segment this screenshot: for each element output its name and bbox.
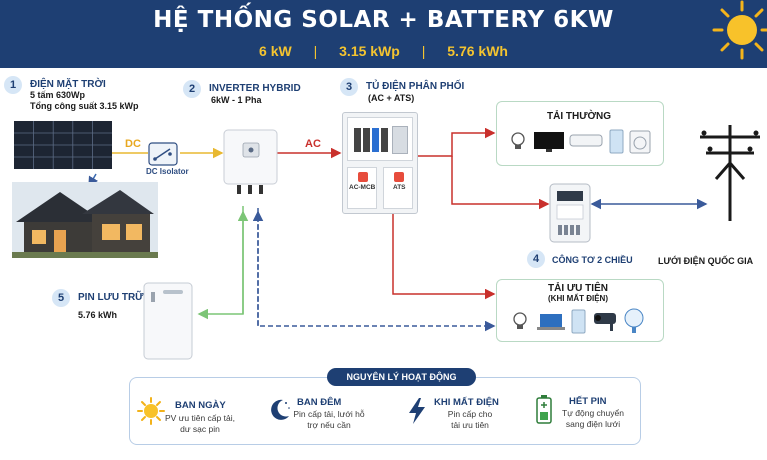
moon-icon bbox=[271, 399, 290, 420]
solar-title: ĐIỆN MẶT TRỜI bbox=[30, 79, 106, 90]
hybrid-inverter-icon bbox=[223, 129, 278, 194]
fan-icon bbox=[624, 308, 644, 333]
principle-night-desc-line2: trợ nếu cần bbox=[307, 420, 351, 430]
lightbulb-icon bbox=[511, 132, 525, 149]
solar-total-capacity: Tổng công suất 3.15 kWp bbox=[30, 101, 139, 111]
page-title: HỆ THỐNG SOLAR + BATTERY 6KW bbox=[153, 7, 614, 33]
sun-decoration-icon bbox=[712, 0, 767, 60]
distribution-cabinet: AC-MCB ATS bbox=[342, 112, 418, 214]
principle-battery-empty-desc-line2: sang điện lưới bbox=[565, 419, 621, 429]
principle-day-desc-line1: PV ưu tiên cấp tải, bbox=[165, 413, 235, 423]
operating-principle-box bbox=[129, 377, 641, 445]
power-pole-icon bbox=[700, 125, 760, 221]
step-badge-2: 2 bbox=[183, 80, 201, 98]
spec-separator: | bbox=[313, 43, 318, 59]
sun-icon bbox=[137, 397, 165, 425]
principle-night-title: BAN ĐÊM bbox=[297, 397, 342, 408]
principle-battery-empty-desc-line1: Tự động chuyển bbox=[562, 408, 624, 418]
priority-load-appliances bbox=[513, 308, 644, 334]
house-icon bbox=[12, 182, 158, 258]
principle-day-desc-line2: dư sạc pin bbox=[180, 424, 220, 434]
spec-separator: | bbox=[421, 43, 426, 59]
ats-module: ATS bbox=[383, 167, 413, 209]
distribution-title: TỦ ĐIỆN PHÂN PHỐI bbox=[366, 81, 465, 92]
tv-icon bbox=[534, 132, 564, 152]
inverter-title: INVERTER HYBRID bbox=[209, 83, 301, 94]
lightbulb-icon bbox=[513, 312, 527, 329]
spec-battery: 5.76 kWh bbox=[447, 43, 508, 59]
normal-load-appliances bbox=[511, 129, 651, 154]
lightning-icon bbox=[409, 398, 425, 424]
meter-title: CÔNG TƠ 2 CHIỀU bbox=[552, 255, 633, 265]
fridge-icon bbox=[609, 129, 624, 154]
dc-isolator-label: DC Isolator bbox=[146, 167, 189, 176]
camera-icon bbox=[594, 313, 616, 331]
line-to-meter bbox=[451, 156, 550, 210]
priority-load-subtitle: (KHI MẤT ĐIỆN) bbox=[548, 294, 608, 303]
fridge-icon bbox=[571, 309, 586, 334]
ats-label: ATS bbox=[393, 184, 406, 191]
line-to-normal-load bbox=[418, 127, 496, 157]
normal-load-title: TẢI THƯỜNG bbox=[547, 111, 612, 122]
inverter-spec: 6kW - 1 Pha bbox=[211, 95, 262, 105]
laptop-icon bbox=[537, 314, 565, 330]
washing-machine-icon bbox=[629, 130, 651, 154]
battery-title: PIN LƯU TRỮ bbox=[78, 292, 144, 303]
header-banner: HỆ THỐNG SOLAR + BATTERY 6KW 6 kW | 3.15… bbox=[0, 0, 767, 68]
distribution-subtitle: (AC + ATS) bbox=[368, 93, 415, 103]
solar-panel-array-icon bbox=[14, 121, 112, 169]
principle-battery-empty-title: HẾT PIN bbox=[569, 396, 607, 407]
principle-outage-title: KHI MẤT ĐIỆN bbox=[434, 397, 499, 408]
battery-line bbox=[197, 206, 244, 320]
ac-mcb-module: AC-MCB bbox=[347, 167, 377, 209]
breaker-panel bbox=[347, 117, 413, 161]
battery-storage-icon bbox=[143, 282, 193, 360]
line-to-priority-load bbox=[392, 210, 496, 300]
principle-outage-desc-line1: Pin cấp cho bbox=[447, 409, 493, 419]
ac-mcb-label: AC-MCB bbox=[349, 184, 376, 191]
grid-label: LƯỚI ĐIỆN QUỐC GIA bbox=[658, 256, 754, 266]
priority-load-title: TẢI ƯU TIÊN bbox=[548, 283, 608, 294]
spec-pv: 3.15 kWp bbox=[339, 43, 400, 59]
backup-dashed-line bbox=[257, 208, 496, 332]
solar-panels-count: 5 tấm 630Wp bbox=[30, 90, 86, 100]
header-specs: 6 kW | 3.15 kWp | 5.76 kWh bbox=[0, 43, 767, 59]
operating-principle-title: NGUYÊN LÝ HOẠT ĐỘNG bbox=[327, 368, 476, 386]
dc-isolator-icon bbox=[148, 142, 178, 166]
principle-night-desc-line1: Pin cấp tải, lưới hỗ bbox=[293, 409, 365, 419]
principle-day-title: BAN NGÀY bbox=[175, 400, 226, 411]
spec-power: 6 kW bbox=[259, 43, 292, 59]
air-conditioner-icon bbox=[569, 134, 603, 147]
step-badge-1: 1 bbox=[4, 76, 22, 94]
battery-icon bbox=[536, 395, 552, 424]
bidirectional-meter-icon bbox=[549, 183, 591, 243]
battery-capacity: 5.76 kWh bbox=[78, 310, 118, 320]
step-badge-4: 4 bbox=[527, 250, 545, 268]
step-badge-5: 5 bbox=[52, 289, 70, 307]
principle-outage-desc-line2: tải ưu tiên bbox=[451, 420, 489, 430]
ac-label: AC bbox=[305, 138, 321, 150]
step-badge-3: 3 bbox=[340, 78, 358, 96]
dc-label: DC bbox=[125, 138, 141, 150]
